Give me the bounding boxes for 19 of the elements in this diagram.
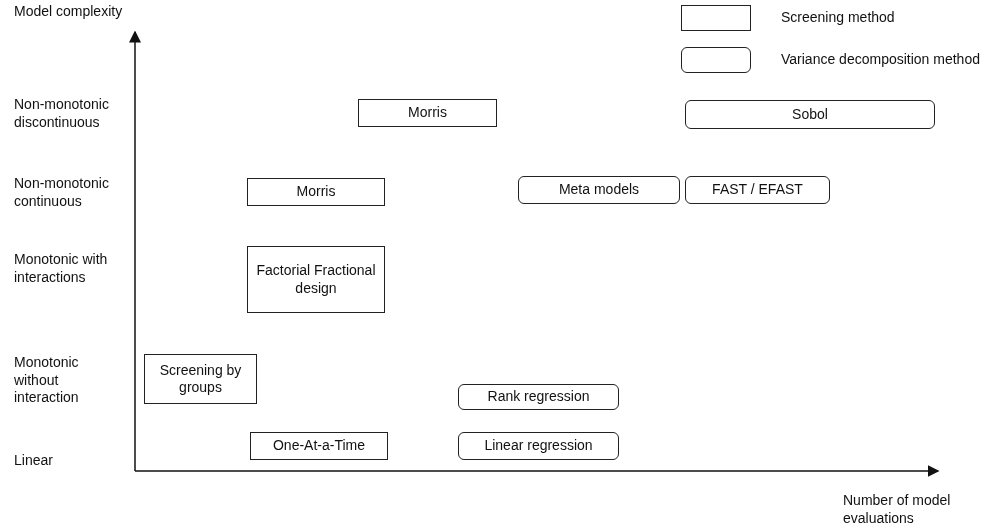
axis-category-label: Non-monotonic continuous (14, 175, 110, 210)
variance-method-box: Meta models (518, 176, 680, 204)
axis-title: Model complexity (14, 3, 123, 21)
axis-category-label: Monotonic with interactions (14, 251, 109, 286)
axis-category-label: Non-monotonic discontinuous (14, 96, 110, 131)
axis-category-label: Linear (14, 452, 53, 470)
screening-method-box: Screening by groups (144, 354, 257, 404)
legend-label: Variance decomposition method (781, 51, 980, 69)
axis-title: Number of model evaluations (843, 492, 952, 527)
variance-method-box: Rank regression (458, 384, 619, 410)
screening-method-box: Factorial Fractional design (247, 246, 385, 313)
screening-method-box: One-At-a-Time (250, 432, 388, 460)
legend-label: Screening method (781, 9, 895, 27)
variance-method-box: FAST / EFAST (685, 176, 830, 204)
axis-category-label: Monotonic without interaction (14, 354, 80, 407)
screening-method-box: Morris (247, 178, 385, 206)
screening-method-box: Morris (358, 99, 497, 127)
variance-method-box: Linear regression (458, 432, 619, 460)
variance-method-box: Sobol (685, 100, 935, 129)
